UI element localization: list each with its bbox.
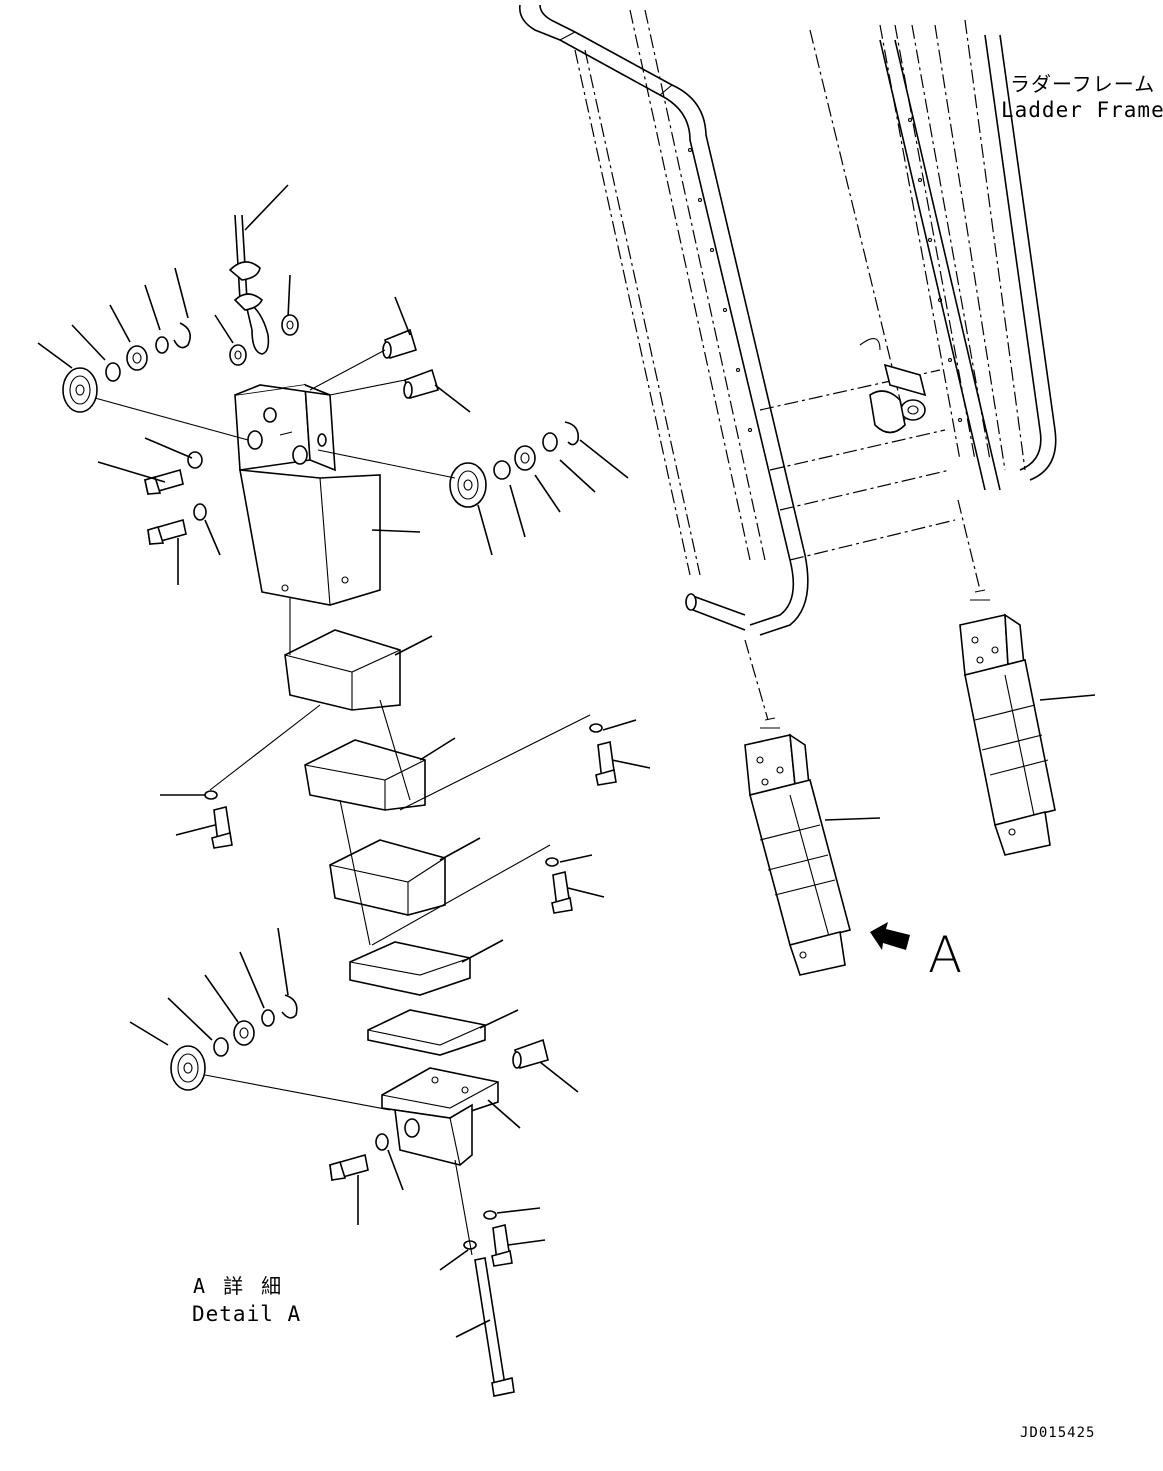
ladder-frame-label-en: Ladder Frame (1001, 98, 1163, 122)
slide-assembly-b (959, 589, 1096, 856)
drawing-code: JD015425 (1020, 1425, 1096, 1441)
ladder-frame (518, 4, 1057, 636)
view-arrow-icon (870, 922, 910, 950)
detail-label-en: Detail A (192, 1302, 302, 1326)
view-letter: A (928, 926, 963, 984)
detail-a-exploded-view (37, 184, 651, 1397)
guide-line-left (744, 639, 769, 721)
detail-label-jp: A 詳 細 (193, 1274, 285, 1298)
ladder-frame-label-jp: ラダーフレーム (1010, 72, 1156, 96)
guide-line-right (957, 499, 981, 591)
slide-assembly-a (744, 717, 881, 976)
